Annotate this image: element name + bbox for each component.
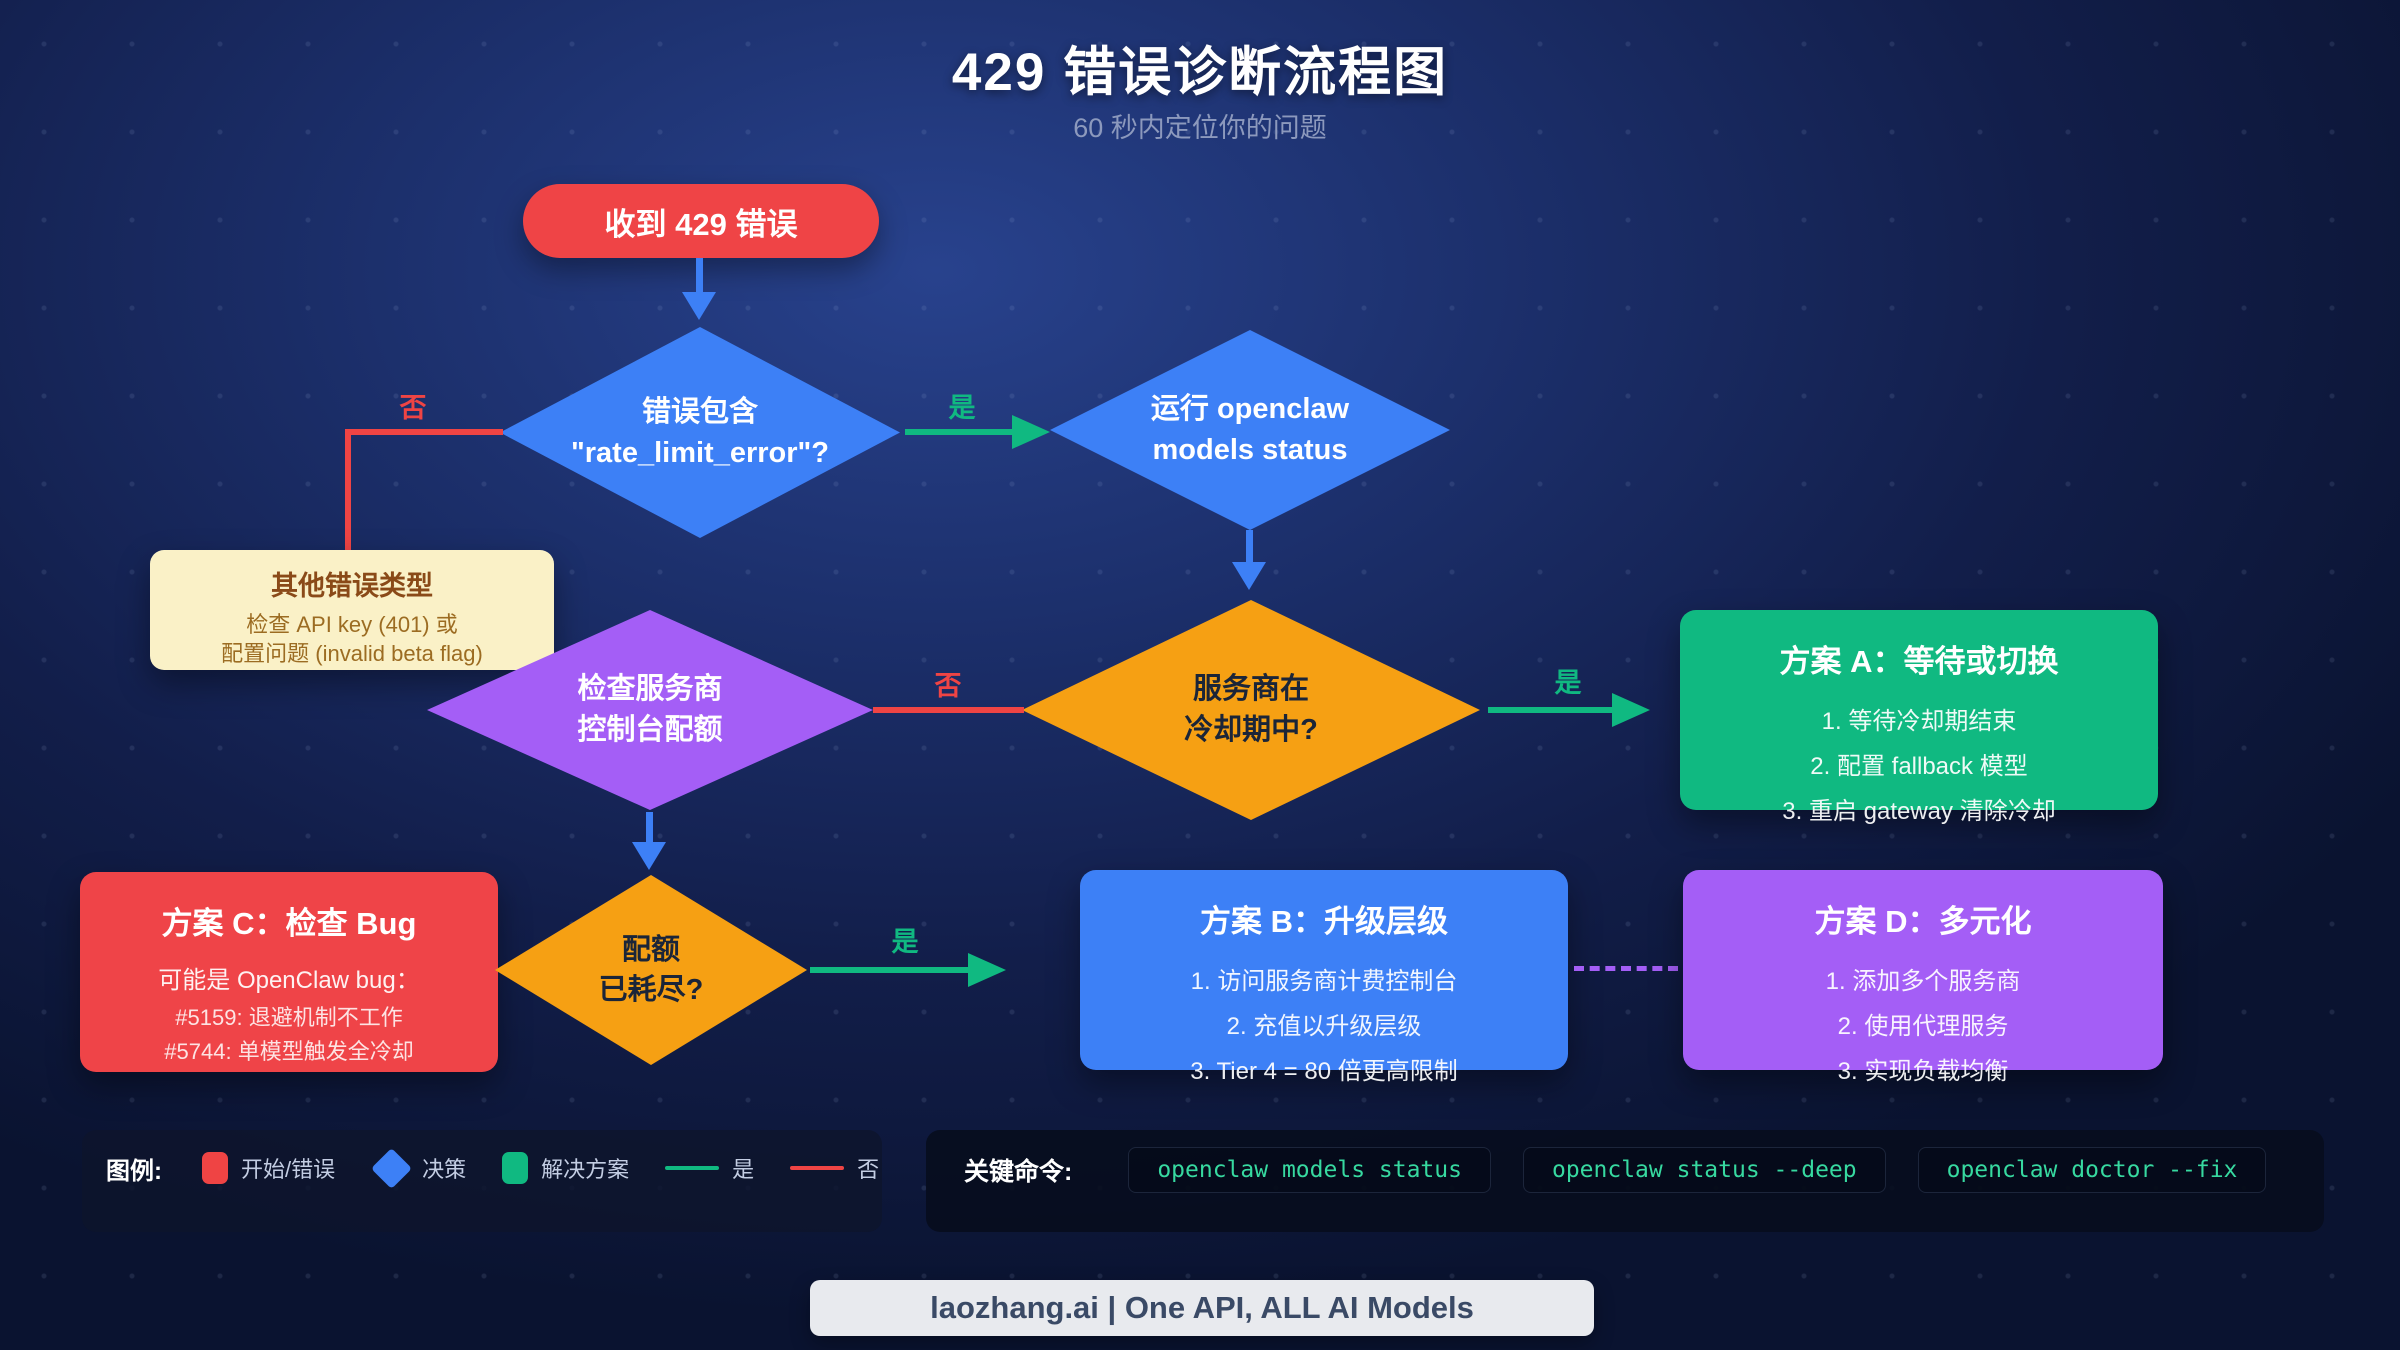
edge-label-yes-2: 是	[1554, 668, 1582, 698]
plan-c-card: 方案 C：检查 Bug 可能是 OpenClaw bug： #5159: 退避机…	[80, 872, 498, 1072]
decision-run-status-line1: 运行 openclaw	[1150, 393, 1350, 425]
plan-c-title: 方案 C：检查 Bug	[161, 906, 417, 941]
plan-a-item: 2. 配置 fallback 模型	[1810, 753, 2028, 780]
decision-quota-exhausted-line1: 配额	[621, 934, 680, 966]
connector-no-2	[873, 707, 1024, 713]
connector-yes-2	[1488, 707, 1612, 713]
legend-start-error-label: 开始/错误	[241, 1157, 336, 1182]
legend-no-line-icon	[790, 1166, 845, 1170]
connector-no-1-vertical	[345, 429, 351, 552]
start-node: 收到 429 错误	[523, 184, 879, 258]
arrowhead-down-icon	[632, 842, 666, 870]
decision-console-quota-line1: 检查服务商	[577, 673, 723, 705]
plan-c-item: #5159: 退避机制不工作	[175, 1005, 403, 1030]
edge-label-no-2: 否	[934, 671, 962, 701]
edge-label-no-1: 否	[399, 393, 427, 423]
decision-quota-exhausted: 配额 已耗尽?	[495, 875, 807, 1065]
plan-d-item: 3. 实现负载均衡	[1837, 1058, 2009, 1085]
key-commands-title: 关键命令:	[964, 1158, 1073, 1186]
plan-a-card: 方案 A：等待或切换 1. 等待冷却期结束 2. 配置 fallback 模型 …	[1680, 610, 2158, 825]
connector-console-down	[646, 812, 653, 846]
note-other-error: 其他错误类型 检查 API key (401) 或 配置问题 (invalid …	[150, 550, 554, 670]
decision-rate-limit-line1: 错误包含	[641, 395, 758, 428]
note-other-error-line1: 检查 API key (401) 或	[246, 612, 458, 637]
plan-c-item: 可能是 OpenClaw bug：	[158, 967, 420, 994]
command-chip: openclaw status --deep	[1522, 1147, 1886, 1193]
arrowhead-right-icon	[1612, 693, 1650, 727]
legend-solution-swatch-icon	[502, 1152, 529, 1184]
footer-banner: laozhang.ai | One API, ALL AI Models	[810, 1280, 1594, 1336]
edge-label-yes-3: 是	[891, 927, 919, 957]
decision-cooldown: 服务商在 冷却期中?	[1022, 600, 1480, 820]
decision-rate-limit-line2: "rate_limit_error"?	[571, 436, 829, 469]
arrowhead-right-icon	[1012, 415, 1050, 449]
edge-label-yes-1: 是	[948, 393, 976, 423]
legend-solution-label: 解决方案	[541, 1157, 630, 1182]
plan-b-title: 方案 B：升级层级	[1200, 904, 1448, 939]
connector-yes-3	[810, 967, 968, 973]
plan-a-item: 1. 等待冷却期结束	[1821, 708, 2017, 735]
connector-no-1-horizontal	[345, 429, 503, 435]
plan-b-card: 方案 B：升级层级 1. 访问服务商计费控制台 2. 充值以升级层级 3. Ti…	[1080, 870, 1568, 1085]
connector-start-down	[696, 258, 703, 298]
legend-start-error-swatch-icon	[202, 1152, 228, 1184]
plan-d-item: 2. 使用代理服务	[1837, 1013, 2009, 1040]
legend-title: 图例:	[106, 1157, 162, 1185]
arrowhead-down-icon	[1232, 562, 1266, 590]
plan-a-title: 方案 A：等待或切换	[1779, 644, 2059, 679]
arrowhead-right-icon	[968, 953, 1006, 987]
note-other-error-line2: 配置问题 (invalid beta flag)	[221, 641, 483, 666]
decision-run-status-line2: models status	[1152, 434, 1348, 466]
page-subtitle: 60 秒内定位你的问题	[1073, 113, 1327, 143]
connector-run-down	[1246, 530, 1253, 566]
legend-panel: 图例: 开始/错误 决策 解决方案 是 否	[82, 1130, 882, 1232]
decision-console-quota-line2: 控制台配额	[577, 714, 723, 746]
connector-yes-1	[905, 429, 1012, 435]
command-chip: openclaw models status	[1128, 1147, 1491, 1193]
arrowhead-down-icon	[682, 292, 716, 320]
connector-dashed-b-d	[1574, 966, 1678, 971]
plan-b-item: 1. 访问服务商计费控制台	[1190, 968, 1458, 995]
legend-decision-label: 决策	[422, 1157, 467, 1182]
plan-d-card: 方案 D：多元化 1. 添加多个服务商 2. 使用代理服务 3. 实现负载均衡	[1683, 870, 2163, 1085]
decision-rate-limit: 错误包含 "rate_limit_error"?	[500, 327, 900, 538]
plan-c-item: #5744: 单模型触发全冷却	[164, 1039, 414, 1064]
decision-cooldown-line1: 服务商在	[1192, 673, 1309, 705]
decision-run-status: 运行 openclaw models status	[1050, 330, 1450, 530]
decision-quota-exhausted-line2: 已耗尽?	[598, 974, 704, 1006]
legend-decision-swatch-icon	[371, 1147, 413, 1189]
legend-yes-line-icon	[665, 1166, 720, 1170]
plan-b-item: 2. 充值以升级层级	[1226, 1013, 1422, 1040]
decision-cooldown-line2: 冷却期中?	[1184, 714, 1318, 746]
plan-d-item: 1. 添加多个服务商	[1825, 968, 2021, 995]
command-chip: openclaw doctor --fix	[1917, 1147, 2267, 1193]
start-node-label: 收到 429 错误	[604, 206, 798, 242]
legend-yes-label: 是	[732, 1157, 755, 1182]
page-title: 429 错误诊断流程图	[951, 43, 1449, 102]
plan-d-title: 方案 D：多元化	[1814, 904, 2032, 939]
key-commands-panel: 关键命令: openclaw models status openclaw st…	[926, 1130, 2324, 1232]
plan-b-item: 3. Tier 4 = 80 倍更高限制	[1190, 1058, 1458, 1085]
legend-no-label: 否	[857, 1157, 880, 1182]
note-other-error-title: 其他错误类型	[271, 571, 433, 601]
plan-a-item: 3. 重启 gateway 清除冷却	[1782, 798, 2056, 825]
